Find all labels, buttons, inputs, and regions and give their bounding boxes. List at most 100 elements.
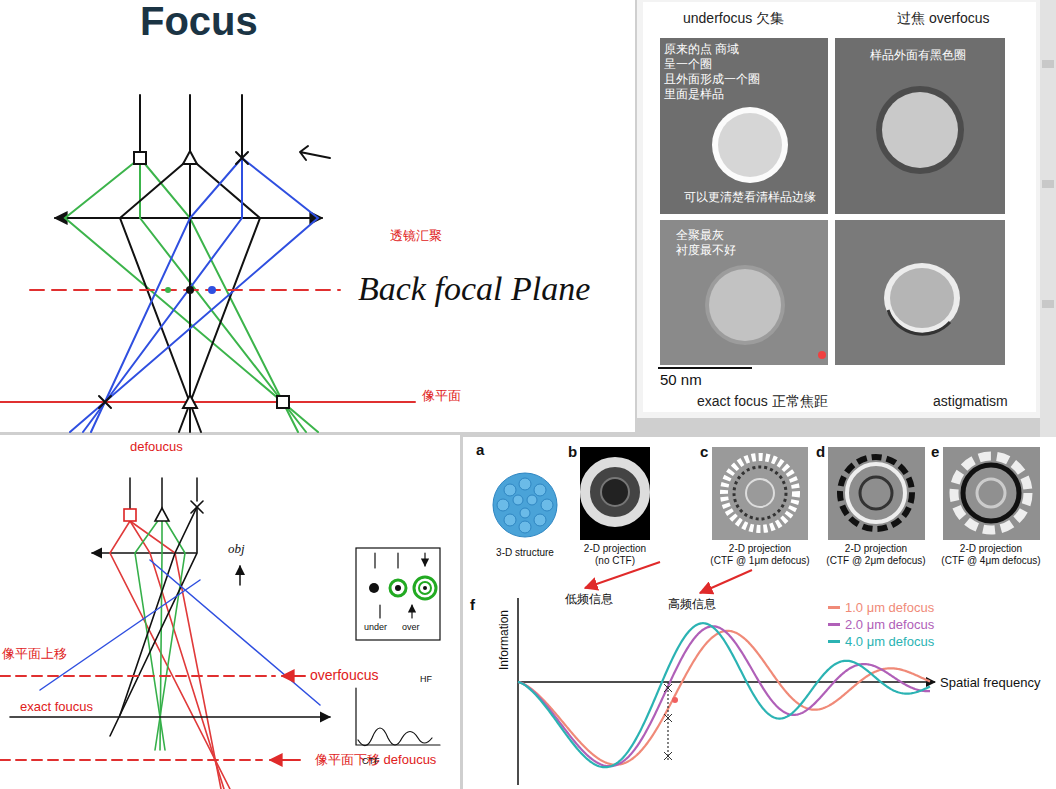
- blue-ray: [70, 158, 318, 432]
- node-text: 2-D projection: [960, 543, 1022, 556]
- node-text: 2-D projection: [845, 543, 907, 556]
- image-marker: [99, 395, 289, 408]
- projection-figure: [580, 447, 650, 540]
- node-text: 原来的点 商域 呈一个圈 且外面形成一个圈 里面是样品: [664, 42, 776, 102]
- plane-arrow: [282, 675, 305, 677]
- node-text: (CTF @ 4μm defocus): [941, 555, 1040, 568]
- green-ray: [65, 158, 318, 432]
- focal-dot: [165, 287, 171, 293]
- projection-figure: [840, 457, 912, 529]
- lens-line: [92, 552, 196, 554]
- up-arrow: [239, 566, 241, 585]
- black-ray: [110, 507, 197, 736]
- inset-sketch: [414, 577, 436, 599]
- scale-label: 50 nm: [660, 371, 702, 390]
- black-ray: [120, 158, 201, 432]
- black-ray: [120, 158, 260, 432]
- projection-image: c2-D projection(CTF @ 1μm defocus): [712, 447, 808, 540]
- object-marker: [134, 151, 248, 164]
- micrograph: [718, 113, 782, 177]
- red-ray: [130, 521, 221, 789]
- sketch-note: HF: [420, 674, 432, 685]
- chart-axis: [518, 681, 935, 683]
- projection-figure: [712, 447, 808, 540]
- scale-bar: [658, 367, 752, 369]
- annotation: 像平面上移: [2, 646, 67, 662]
- annotation: 低频信息: [565, 592, 613, 607]
- sketch-note: CTF: [362, 756, 380, 767]
- object-marker: [134, 152, 146, 164]
- overfocus-plane: [0, 675, 275, 677]
- projection-figure: [585, 462, 645, 522]
- object-marker: [236, 152, 248, 164]
- node-heading: e: [931, 443, 939, 462]
- ctf-curve: [518, 631, 930, 765]
- projection-figure: [493, 447, 1040, 593]
- capsid-bump: [504, 484, 516, 496]
- panel-ground: [1040, 0, 1056, 440]
- legend-swatch: [828, 640, 840, 643]
- image-marker: [277, 396, 289, 408]
- back-focal-plane-line: [30, 289, 340, 291]
- ctf-chart: [518, 598, 935, 785]
- node-text: exact focus 正常焦距: [697, 393, 828, 411]
- black-ray: [189, 158, 191, 432]
- projection-figure: [724, 457, 796, 529]
- node-text: (CTF @ 2μm defocus): [826, 555, 925, 568]
- pointer-arrow: [300, 146, 330, 160]
- micrograph: [876, 86, 964, 174]
- legend-swatch: [828, 606, 840, 609]
- panel-ground: [1042, 180, 1054, 188]
- legend-text: 4.0 μm defocus: [845, 634, 934, 649]
- focal-dot: [186, 286, 194, 294]
- dotted-guide: [667, 682, 668, 760]
- ctf-sketch: [356, 688, 440, 746]
- inset-sketch: [356, 548, 440, 640]
- legend-text: 1.0 μm defocus: [845, 600, 934, 615]
- node-text: 可以更清楚看清样品边缘: [684, 190, 816, 205]
- image-marker: [99, 396, 111, 408]
- inset-sketch: [390, 580, 406, 596]
- chart-axis: [517, 598, 519, 785]
- legend-entry: 2.0 μm defocus: [828, 617, 934, 632]
- ctf-sketch: [356, 688, 440, 745]
- projection-figure: [954, 456, 1028, 530]
- inset-sketch: [380, 605, 412, 618]
- panel-ground: [463, 437, 1056, 789]
- capsid-bump: [534, 484, 546, 496]
- node-heading: c: [700, 443, 708, 462]
- node-text: (no CTF): [595, 555, 635, 568]
- node-heading: 全聚最灰 衬度最不好: [676, 228, 748, 258]
- plane-name: 像平面: [422, 388, 461, 404]
- object-marker: [155, 508, 169, 521]
- axis-note: obj: [228, 541, 245, 557]
- node-heading: astigmatism: [933, 393, 1008, 411]
- projection-figure: [943, 447, 1040, 540]
- ray-diagram: [0, 95, 415, 432]
- black-ray: [120, 507, 197, 715]
- sketch-note: over: [402, 622, 420, 633]
- panel-ground: [0, 0, 635, 432]
- node-heading: b: [568, 443, 577, 462]
- panel-ground: [1042, 300, 1054, 308]
- micrograph-tile: 过焦 overfocus样品外面有黑色圈: [835, 38, 1005, 214]
- capsid-bump: [541, 499, 553, 511]
- capsid-bump: [497, 478, 553, 533]
- panel-ground: [643, 2, 1036, 412]
- micrograph: [888, 310, 950, 334]
- node-heading: a: [476, 441, 484, 460]
- blue-ray: [150, 560, 320, 705]
- micrograph-tile: underfocus 欠集原来的点 商域 呈一个圈 且外面形成一个圈 里面是样品…: [660, 38, 828, 214]
- micrograph: [890, 268, 954, 328]
- panel-ground: [1042, 60, 1054, 68]
- defocus-plane: [0, 759, 262, 761]
- black-ray: [110, 507, 197, 736]
- exact-focus-plane: [10, 716, 330, 718]
- focal-dot: [208, 286, 216, 294]
- incoming-ray: [130, 478, 197, 509]
- node-text: 样品外面有黑色圈: [870, 48, 966, 63]
- axis-title: Spatial frequency: [940, 675, 1040, 691]
- capsid-bump: [527, 495, 537, 505]
